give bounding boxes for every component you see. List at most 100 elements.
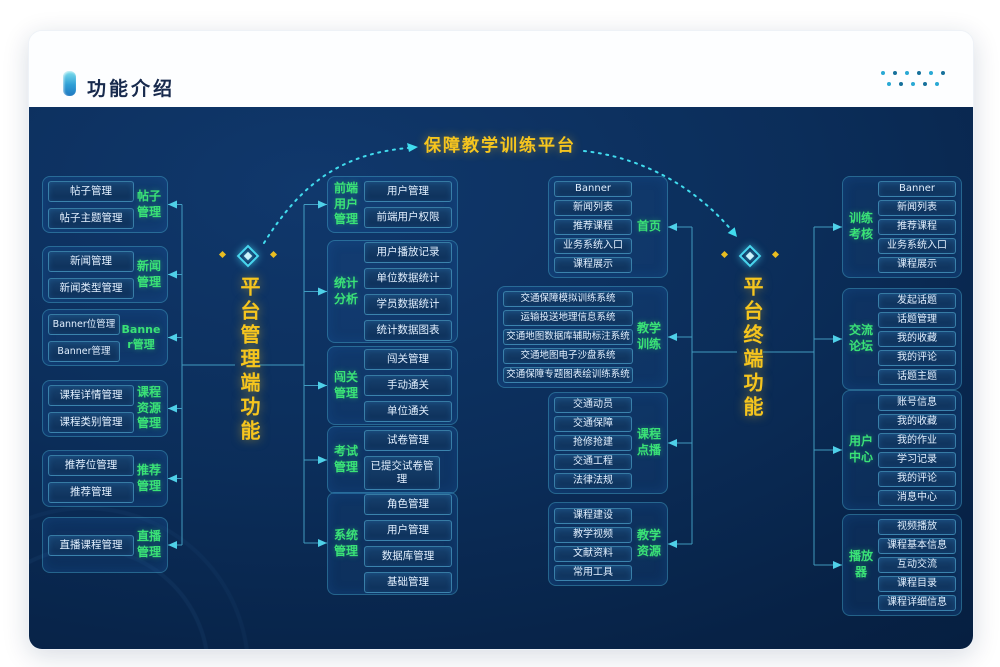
group-label: Banner管理: [121, 323, 161, 351]
feature-items: Banner位管理 Banner管理: [48, 313, 120, 362]
group-label: 考试管理: [333, 444, 358, 474]
feature-items: 用户播放记录 单位数据统计 学员数据统计 统计数据图表: [364, 242, 452, 341]
feature-group-resources: 课程建设 教学视频 文献资料 常用工具 教学资源: [548, 502, 668, 586]
feature-items: Banner 新闻列表 推荐课程 业务系统入口 课程展示: [878, 181, 956, 273]
feature-items: 推荐位管理 推荐管理: [48, 454, 134, 503]
dashboard-panel: 功能介绍: [28, 30, 974, 650]
feature-item: 用户管理: [364, 520, 452, 541]
group-label: 播放器: [848, 549, 873, 579]
feature-item: 试卷管理: [364, 430, 452, 451]
feature-group-assessment: 训练考核 Banner 新闻列表 推荐课程 业务系统入口 课程展示: [842, 176, 962, 278]
feature-item: 单位通关: [364, 401, 452, 422]
feature-item: 我的收藏: [878, 413, 956, 430]
feature-item: 推荐位管理: [48, 454, 134, 476]
feature-item: 推荐管理: [48, 481, 134, 503]
feature-items: 视频播放 课程基本信息 互动交流 课程目录 课程详细信息: [878, 519, 956, 611]
feature-item: 单位数据统计: [364, 268, 452, 289]
feature-group-news: 新闻管理 新闻类型管理 新闻管理: [42, 246, 168, 303]
feature-items: 直播课程管理: [48, 534, 134, 556]
feature-group-posts: 帖子管理 帖子主题管理 帖子管理: [42, 176, 168, 233]
feature-group-forum: 交流论坛 发起话题 话题管理 我的收藏 我的评论 话题主题: [842, 288, 962, 390]
feature-group-statistics: 统计分析 用户播放记录 单位数据统计 学员数据统计 统计数据图表: [327, 240, 458, 343]
feature-group-exams: 考试管理 试卷管理 已提交试卷管理: [327, 426, 458, 494]
feature-items: Banner 新闻列表 推荐课程 业务系统入口 课程展示: [554, 181, 632, 273]
feature-item: 课程详情管理: [48, 384, 134, 406]
feature-items: 试卷管理 已提交试卷管理: [364, 430, 452, 490]
feature-item: 交通工程: [554, 454, 632, 470]
feature-group-levels: 闯关管理 闯关管理 手动通关 单位通关: [327, 346, 458, 425]
feature-item: 新闻类型管理: [48, 277, 134, 299]
feature-item: Banner管理: [48, 340, 120, 362]
feature-item: 我的评论: [878, 470, 956, 487]
feature-items: 课程建设 教学视频 文献资料 常用工具: [554, 507, 632, 581]
feature-item: 用户管理: [364, 181, 452, 202]
feature-item: 角色管理: [364, 494, 452, 515]
feature-item: Banner: [878, 181, 956, 197]
feature-item: 学习记录: [878, 451, 956, 468]
feature-item: 话题管理: [878, 312, 956, 328]
feature-group-banner: Banner位管理 Banner管理 Banner管理: [42, 309, 168, 366]
feature-item: 交通地图数据库辅助标注系统: [503, 329, 633, 345]
group-label: 系统管理: [333, 527, 358, 558]
feature-item: 课程展示: [554, 257, 632, 273]
arrowheads: [168, 200, 842, 569]
feature-items: 角色管理 用户管理 数据库管理 基础管理: [364, 494, 452, 593]
panel-body: [29, 107, 973, 649]
feature-group-training: 交通保障模拟训练系统 运输投送地理信息系统 交通地图数据库辅助标注系统 交通地图…: [497, 286, 668, 388]
feature-item: 闯关管理: [364, 349, 452, 370]
feature-group-home: Banner 新闻列表 推荐课程 业务系统入口 课程展示 首页: [548, 176, 668, 278]
branch-title-admin: 平台管理端功能: [237, 276, 261, 444]
feature-group-course-resources: 课程详情管理 课程类别管理 课程资源管理: [42, 380, 168, 437]
diamond-icon: [236, 244, 260, 268]
group-label: 帖子管理: [136, 188, 161, 219]
feature-items: 课程详情管理 课程类别管理: [48, 384, 134, 433]
feature-item: 直播课程管理: [48, 534, 134, 556]
feature-item: 基础管理: [364, 572, 452, 593]
feature-items: 交通动员 交通保障 抢修抢建 交通工程 法律法规: [554, 397, 632, 489]
feature-item: 文献资料: [554, 545, 632, 562]
feature-group-system: 系统管理 角色管理 用户管理 数据库管理 基础管理: [327, 492, 458, 595]
feature-item: 课程基本信息: [878, 538, 956, 554]
feature-item: 消息中心: [878, 489, 956, 506]
feature-item: 交通地图电子沙盘系统: [503, 348, 633, 364]
feature-items: 交通保障模拟训练系统 运输投送地理信息系统 交通地图数据库辅助标注系统 交通地图…: [503, 291, 633, 383]
feature-group-frontend-users: 前端用户管理 用户管理 前端用户权限: [327, 176, 458, 233]
feature-item: 推荐课程: [878, 219, 956, 235]
feature-item: 用户播放记录: [364, 242, 452, 263]
group-label: 首页: [636, 219, 661, 234]
feature-item: 教学视频: [554, 526, 632, 543]
feature-items: 账号信息 我的收藏 我的作业 学习记录 我的评论 消息中心: [878, 394, 956, 506]
feature-items: 闯关管理 手动通关 单位通关: [364, 349, 452, 422]
feature-item: 运输投送地理信息系统: [503, 310, 633, 326]
group-label: 交流论坛: [848, 323, 873, 353]
feature-item: 抢修抢建: [554, 435, 632, 451]
feature-item: 交通保障: [554, 416, 632, 432]
group-label: 新闻管理: [136, 258, 161, 289]
feature-group-user-center: 用户中心 账号信息 我的收藏 我的作业 学习记录 我的评论 消息中心: [842, 390, 962, 510]
group-label: 课程点播: [636, 427, 661, 457]
group-label: 用户中心: [848, 434, 873, 464]
group-label: 推荐管理: [136, 462, 161, 493]
group-label: 直播管理: [136, 529, 161, 559]
feature-item: 业务系统入口: [878, 238, 956, 254]
feature-item: Banner位管理: [48, 313, 120, 335]
feature-item: 常用工具: [554, 564, 632, 581]
group-label: 课程资源管理: [136, 385, 161, 431]
branch-title-terminal: 平台终端功能: [740, 276, 764, 420]
feature-item: 账号信息: [878, 394, 956, 411]
feature-item: 我的评论: [878, 350, 956, 366]
feature-item: Banner: [554, 181, 632, 197]
feature-item: 已提交试卷管理: [364, 456, 440, 490]
feature-item: 课程类别管理: [48, 411, 134, 433]
feature-item: 推荐课程: [554, 219, 632, 235]
feature-item: 新闻列表: [554, 200, 632, 216]
group-label: 统计分析: [333, 275, 358, 306]
group-label: 训练考核: [848, 211, 873, 241]
panel-header: 功能介绍: [29, 31, 973, 108]
feature-items: 帖子管理 帖子主题管理: [48, 180, 134, 229]
feature-item: 统计数据图表: [364, 320, 452, 341]
feature-item: 课程建设: [554, 507, 632, 524]
